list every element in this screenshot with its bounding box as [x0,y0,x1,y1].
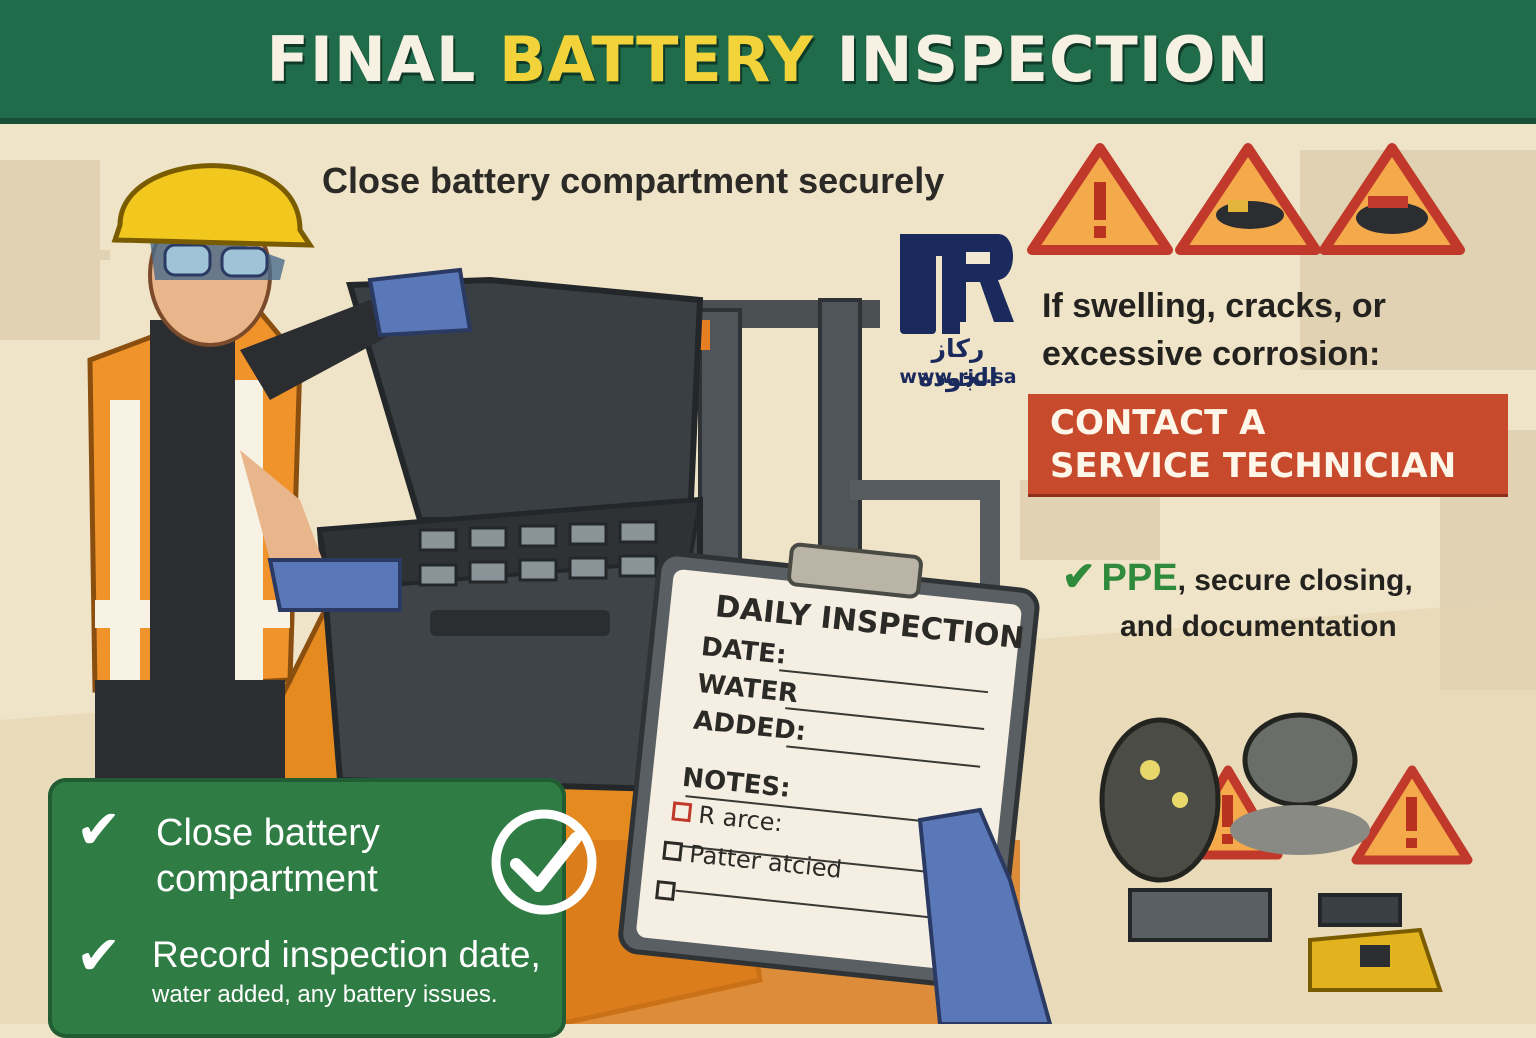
checkmark-icon: ✔ [76,924,122,987]
battery-box [316,276,704,794]
checklist-item1-line2: compartment [156,858,378,900]
checklist-item2-line1: Record inspection date, [152,934,541,975]
condition-text: If swelling, cracks, or excessive corros… [1042,282,1386,378]
title-part1: FINAL [266,22,499,96]
condition-line2: excessive corrosion: [1042,335,1381,373]
title-highlight: BATTERY [498,22,814,96]
caption-close-compartment: Close battery compartment securely [322,160,945,201]
ppe-label: PPE [1101,557,1178,599]
contact-technician-banner: CONTACT A SERVICE TECHNICIAN [1028,394,1508,494]
title-part2: INSPECTION [813,22,1270,96]
header-bar: FINAL BATTERY INSPECTION [0,0,1536,124]
page-title: FINAL BATTERY INSPECTION [267,23,1270,96]
damaged-battery-illustration [1099,712,1443,992]
checkmark-icon: ✔ [76,798,122,861]
ppe-summary: ✔PPE, secure closing, and documentation [1062,554,1492,650]
checklist-item2-line2: water added, any battery issues. [152,981,498,1008]
contact-line1: CONTACT A [1050,403,1266,443]
rjc-logo [900,234,1014,334]
ppe-rest: , secure closing, [1177,564,1413,597]
checklist-panel: ✔ Close battery compartment ✔ Record ins… [48,778,597,1038]
contact-line2: SERVICE TECHNICIAN [1050,446,1457,486]
ppe-line2: and documentation [1120,610,1397,643]
logo-url: www.rjc.sa [899,366,1017,388]
condition-line1: If swelling, cracks, or [1042,287,1386,325]
large-check-badge-icon [491,809,597,915]
clipboard-illustration [618,542,1053,1024]
worker-illustration [87,163,473,800]
checkmark-icon: ✔ [1062,555,1096,599]
logo-arabic-name: ركاز الجودة [918,334,998,392]
checklist-item1-line1: Close battery [156,812,380,854]
